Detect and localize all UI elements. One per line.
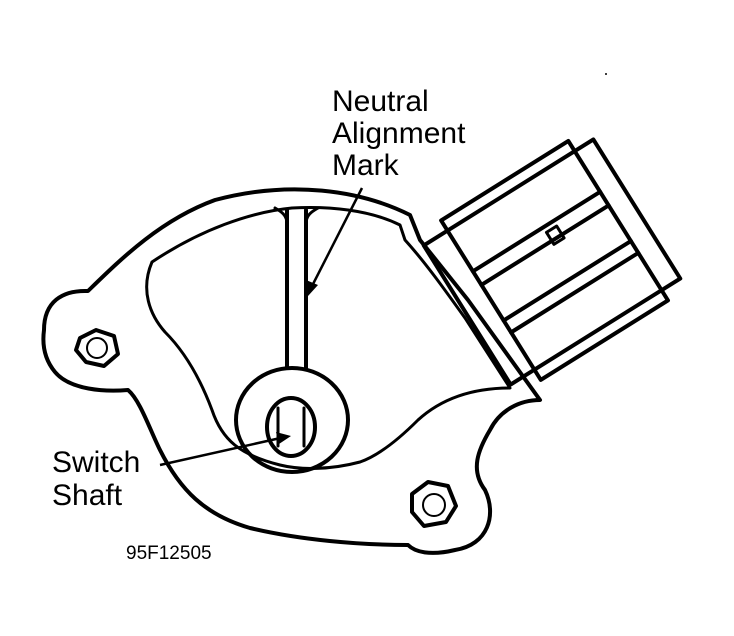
switch-shaft — [265, 396, 317, 458]
switch-shaft-leader — [159, 435, 286, 467]
neutral-mark-leader — [308, 187, 364, 291]
figure-code: 95F12505 — [126, 543, 212, 564]
housing-inner-outline — [145, 206, 512, 470]
neutral-alignment-mark — [285, 208, 308, 370]
label-shaft: Shaft — [52, 479, 123, 512]
mounting-bolt-right — [410, 480, 458, 528]
label-neutral: Neutral — [332, 85, 429, 118]
alignment-mark-top — [273, 206, 320, 224]
connector-latch-icon — [544, 224, 566, 246]
speck — [605, 73, 607, 75]
label-alignment: Alignment — [332, 117, 466, 150]
mounting-bolt-left — [74, 328, 120, 368]
shaft-boss-outer — [234, 366, 350, 474]
label-mark: Mark — [332, 149, 400, 182]
electrical-connector — [421, 137, 683, 387]
label-switch: Switch — [52, 446, 140, 479]
neutral-mark-arrowhead — [306, 280, 318, 296]
switch-shaft-arrowhead — [276, 432, 291, 444]
switch-housing-outline — [41, 187, 542, 555]
